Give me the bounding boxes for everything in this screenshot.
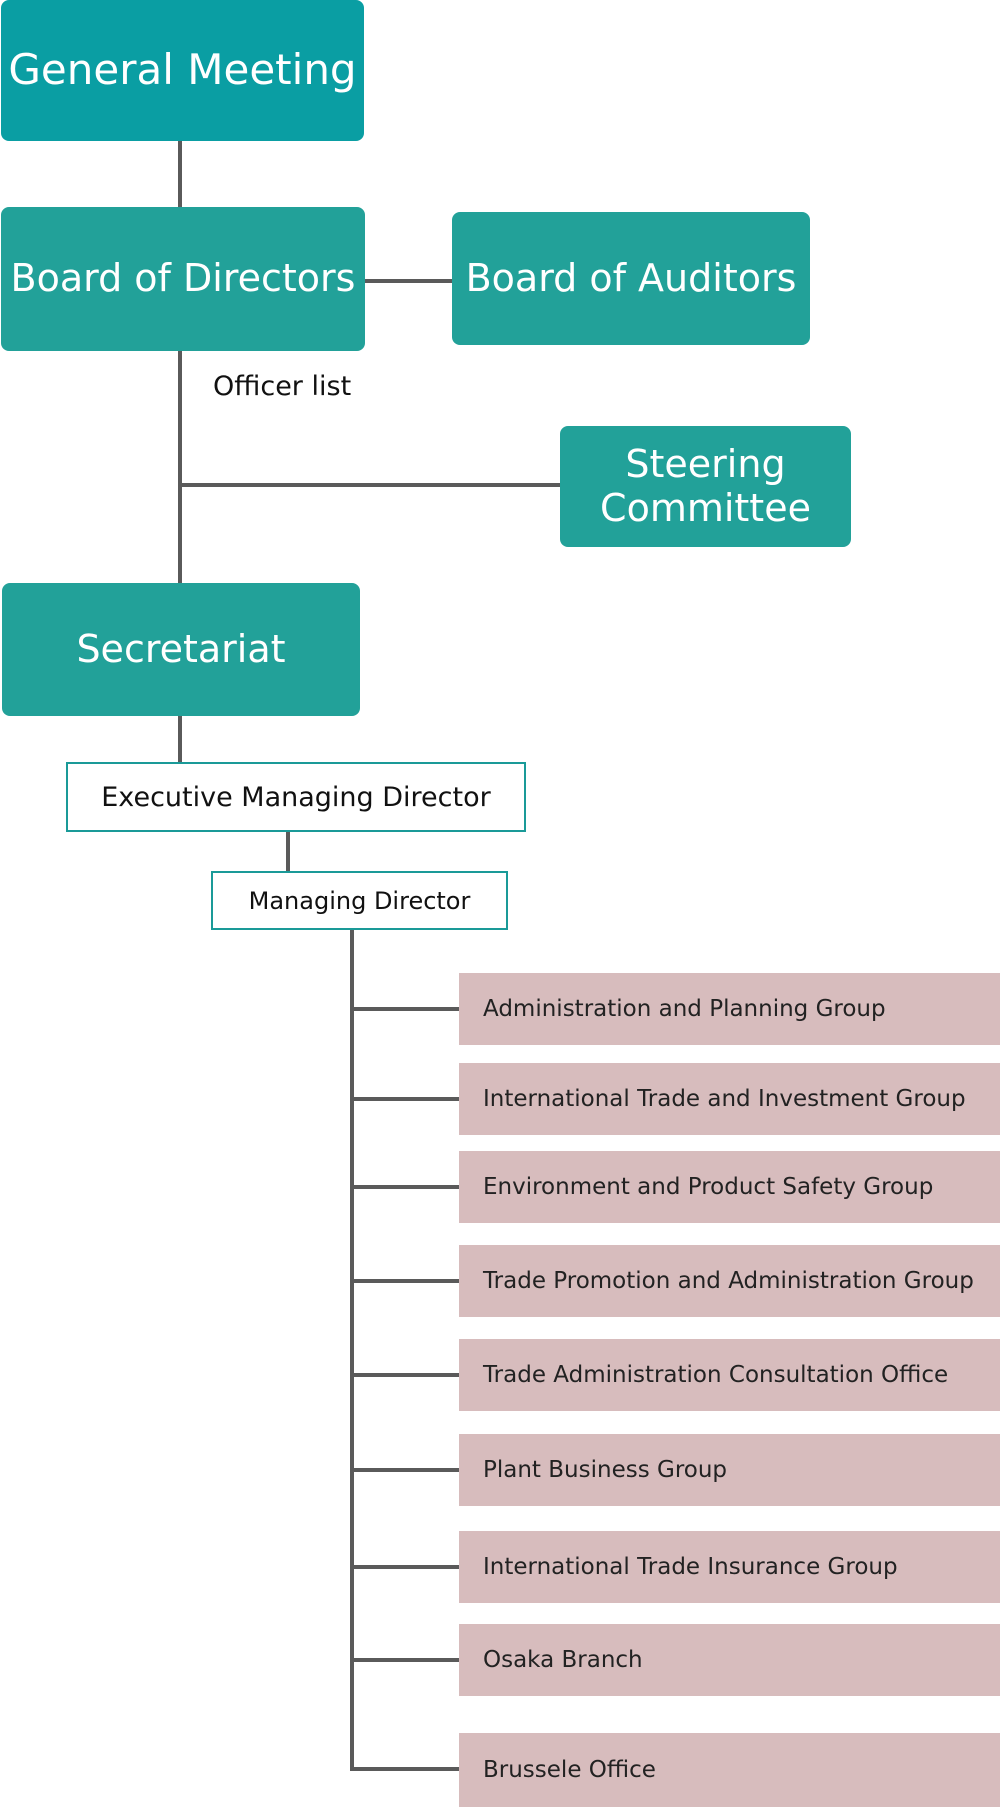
officer-list-label: Officer list (213, 371, 352, 402)
steering-committee-box: Steering Committee (560, 426, 851, 547)
unit-label: Trade Administration Consultation Office (483, 1362, 949, 1388)
executive-managing-director-label: Executive Managing Director (101, 781, 491, 813)
unit-box: International Trade Insurance Group (459, 1531, 1000, 1603)
general-meeting-label: General Meeting (8, 45, 357, 95)
general-meeting-box: General Meeting (1, 0, 364, 141)
unit-box: Brussele Office (459, 1733, 1000, 1807)
unit-label: Administration and Planning Group (483, 996, 886, 1022)
secretariat-box: Secretariat (2, 583, 360, 716)
unit-label: Plant Business Group (483, 1457, 728, 1483)
executive-managing-director-box: Executive Managing Director (66, 762, 526, 832)
unit-box: International Trade and Investment Group (459, 1063, 1000, 1135)
unit-box: Trade Administration Consultation Office (459, 1339, 1000, 1411)
unit-box: Administration and Planning Group (459, 973, 1000, 1045)
unit-label: Trade Promotion and Administration Group (483, 1268, 974, 1294)
unit-box: Plant Business Group (459, 1434, 1000, 1506)
unit-box: Osaka Branch (459, 1624, 1000, 1696)
board-of-directors-box: Board of Directors (1, 207, 365, 351)
board-of-auditors-box: Board of Auditors (452, 212, 810, 345)
managing-director-box: Managing Director (211, 871, 508, 930)
managing-director-label: Managing Director (248, 886, 471, 915)
steering-committee-label-line1: Steering (625, 441, 786, 486)
unit-box: Environment and Product Safety Group (459, 1151, 1000, 1223)
unit-label: Environment and Product Safety Group (483, 1174, 934, 1200)
unit-label: Brussele Office (483, 1757, 656, 1783)
unit-label: Osaka Branch (483, 1647, 643, 1673)
board-of-auditors-label: Board of Auditors (465, 255, 797, 300)
board-of-directors-label: Board of Directors (10, 256, 356, 301)
secretariat-label: Secretariat (76, 626, 286, 671)
unit-label: International Trade Insurance Group (483, 1554, 898, 1580)
unit-label: International Trade and Investment Group (483, 1086, 966, 1112)
steering-committee-label-line2: Committee (600, 485, 811, 530)
unit-box: Trade Promotion and Administration Group (459, 1245, 1000, 1317)
